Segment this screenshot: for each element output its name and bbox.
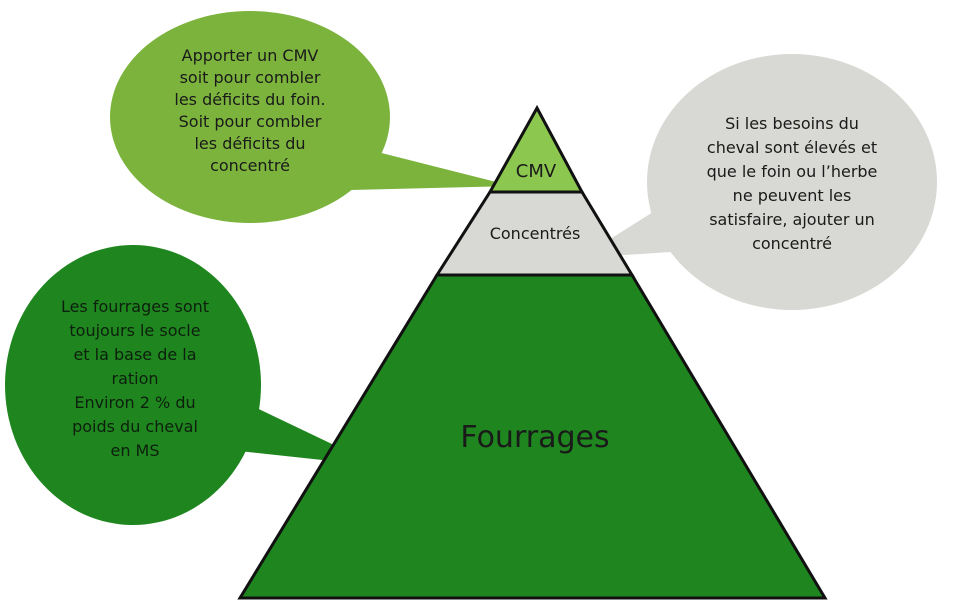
text-line: Soit pour combler — [178, 112, 322, 131]
text-line: Apporter un CMV — [181, 46, 319, 65]
text-line: Les fourrages sont — [60, 297, 210, 316]
pyramid-label-cmv: CMV — [515, 161, 557, 182]
text-line: concentré — [210, 156, 290, 175]
pyramid-label-concentres: Concentrés — [489, 224, 581, 243]
text-line: concentré — [752, 234, 832, 253]
bubble-cmv-text: Apporter un CMV soit pour combler les dé… — [150, 45, 350, 177]
pyramid-layer-cmv — [487, 104, 585, 194]
text-line: les déficits du foin. — [174, 90, 326, 109]
text-line: ne peuvent les — [732, 186, 852, 205]
text-line: poids du cheval — [72, 417, 198, 436]
text-line: toujours le socle — [69, 321, 201, 340]
text-line: soit pour combler — [179, 68, 321, 87]
bubble-fourrages-text: Les fourrages sont toujours le socle et … — [30, 295, 240, 463]
pyramid-label-fourrages: Fourrages — [460, 420, 610, 455]
text-line: cheval sont élevés et — [706, 138, 878, 157]
text-line: les déficits du — [194, 134, 306, 153]
text-line: satisfaire, ajouter un — [709, 210, 875, 229]
text-line: en MS — [110, 441, 160, 460]
text-line: ration — [111, 369, 159, 388]
text-line: Environ 2 % du — [74, 393, 196, 412]
text-line: Si les besoins du — [725, 114, 859, 133]
bubble-cmv-shape — [110, 11, 512, 223]
bubble-concentres-text: Si les besoins du cheval sont élevés et … — [687, 112, 897, 256]
text-line: et la base de la — [73, 345, 197, 364]
text-line: que le foin ou l’herbe — [706, 162, 878, 181]
